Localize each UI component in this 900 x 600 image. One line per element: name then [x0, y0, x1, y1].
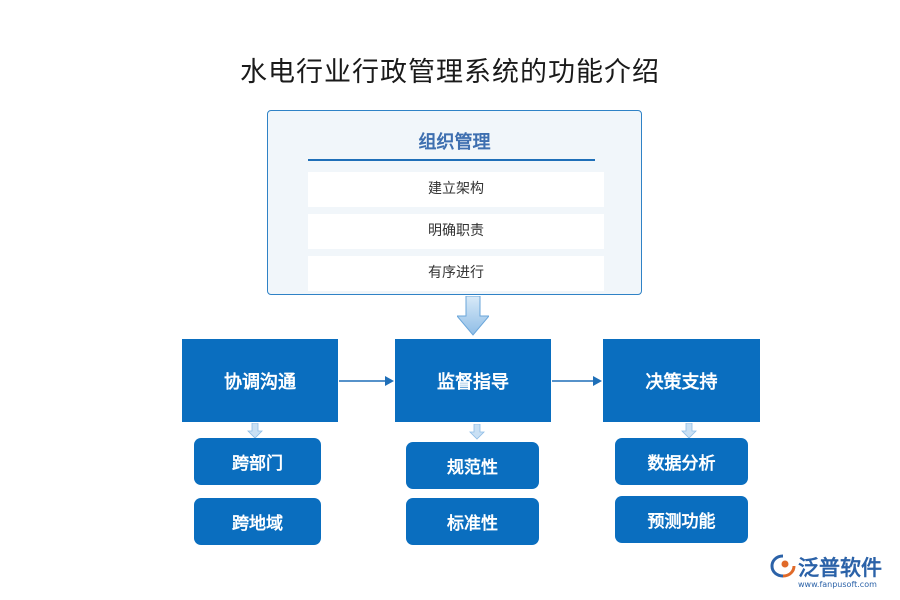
org-item-build-structure: 建立架构	[308, 172, 604, 207]
right-arrow-icon	[552, 376, 602, 386]
sub-standardization: 规范性	[406, 442, 539, 489]
box-supervision: 监督指导	[395, 339, 551, 422]
org-title-underline	[308, 159, 595, 161]
logo-name: 泛普软件	[798, 556, 882, 580]
box-decision-support: 决策支持	[603, 339, 760, 422]
right-arrow-icon	[339, 376, 394, 386]
down-arrow-icon	[457, 296, 489, 336]
org-panel-title: 组织管理	[418, 132, 491, 153]
sub-data-analysis: 数据分析	[615, 438, 748, 485]
fanpu-logo: 泛普软件 www.fanpusoft.com	[768, 552, 893, 596]
sub-cross-region: 跨地域	[194, 498, 321, 545]
down-arrow-icon	[247, 423, 263, 439]
page-title: 水电行业行政管理系统的功能介绍	[240, 57, 660, 88]
logo-url: www.fanpusoft.com	[798, 580, 877, 589]
down-arrow-icon	[469, 424, 485, 440]
org-management-panel: 组织管理 建立架构 明确职责 有序进行	[267, 110, 642, 295]
sub-cross-department: 跨部门	[194, 438, 321, 485]
sub-prediction: 预测功能	[615, 496, 748, 543]
box-coordination: 协调沟通	[182, 339, 338, 422]
down-arrow-icon	[681, 423, 697, 439]
org-item-orderly-progress: 有序进行	[308, 256, 604, 291]
org-item-clarify-duties: 明确职责	[308, 214, 604, 249]
sub-normativity: 标准性	[406, 498, 539, 545]
fanpu-logo-icon	[770, 554, 796, 578]
